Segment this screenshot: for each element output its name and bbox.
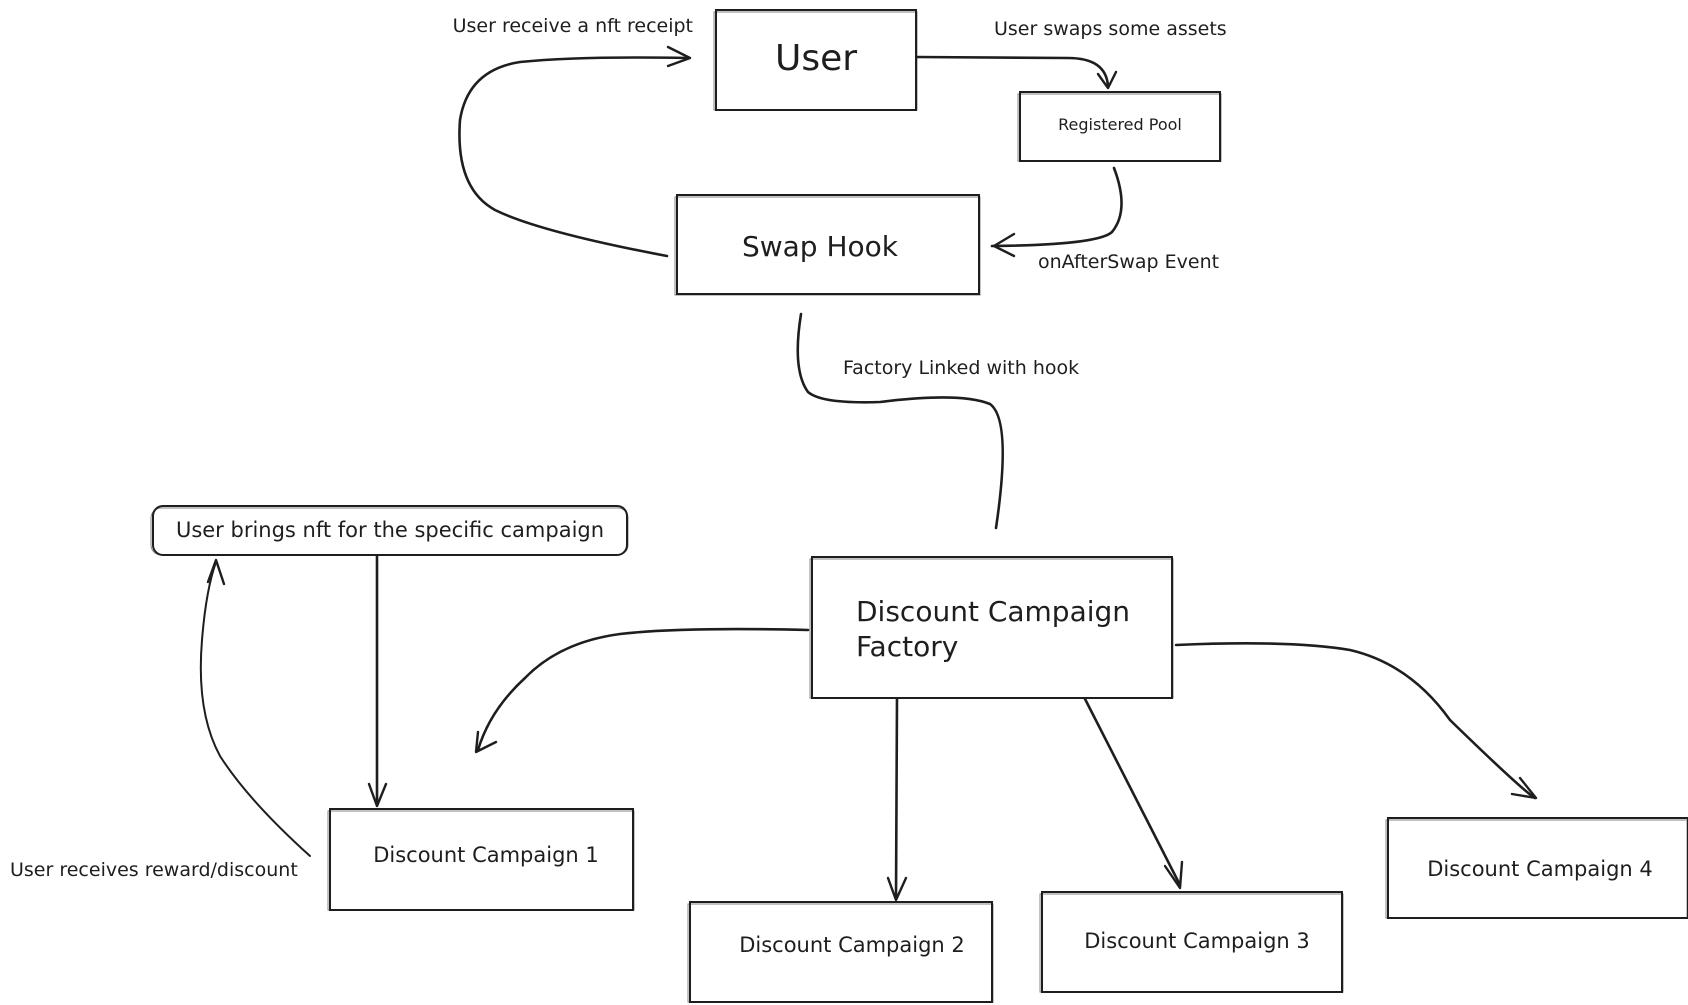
node-nft-campaign-label: User brings nft for the specific campaig…: [176, 518, 604, 542]
edge-label-user-to-pool: User swaps some assets: [994, 18, 1227, 40]
node-discount-campaign-4[interactable]: Discount Campaign 4: [1385, 817, 1688, 919]
edge-user-to-pool: [914, 55, 1118, 90]
node-discount-campaign-2[interactable]: Discount Campaign 2: [687, 901, 994, 1003]
node-swap-hook[interactable]: Swap Hook: [674, 194, 981, 296]
edge-campaign-1-to-nft: [199, 558, 311, 857]
node-user-label: User: [775, 38, 857, 79]
node-discount-campaign-factory[interactable]: Discount Campaign Factory: [809, 556, 1174, 699]
edge-pool-to-hook: [990, 166, 1123, 258]
edge-label-pool-to-hook: onAfterSwap Event: [1038, 251, 1219, 273]
node-discount-campaign-1[interactable]: Discount Campaign 1: [327, 808, 635, 911]
node-swap-hook-label: Swap Hook: [742, 230, 899, 263]
node-discount-campaign-3[interactable]: Discount Campaign 3: [1039, 891, 1344, 993]
edge-label-campaign-1-to-nft: User receives reward/discount: [10, 859, 298, 881]
node-campaign-4-label: Discount Campaign 4: [1427, 857, 1653, 881]
node-factory-label-line1: Discount Campaign: [856, 595, 1130, 628]
node-user[interactable]: User: [713, 9, 918, 111]
edge-hook-to-factory: [796, 312, 1005, 530]
edge-label-hook-to-factory: Factory Linked with hook: [843, 357, 1079, 379]
edge-label-hook-to-user: User receive a nft receipt: [453, 15, 693, 37]
node-registered-pool[interactable]: Registered Pool: [1017, 91, 1222, 162]
edge-factory-to-campaign-1: [474, 627, 810, 754]
node-factory-label-line2: Factory: [856, 630, 958, 663]
edge-factory-to-campaign-3: [1082, 695, 1184, 890]
edge-nft-to-campaign-1: [367, 554, 388, 808]
node-campaign-3-label: Discount Campaign 3: [1084, 929, 1310, 953]
edge-factory-to-campaign-4: [1174, 642, 1538, 800]
node-registered-pool-label: Registered Pool: [1058, 115, 1182, 134]
node-nft-campaign[interactable]: User brings nft for the specific campaig…: [150, 505, 629, 556]
node-campaign-2-label: Discount Campaign 2: [739, 933, 965, 957]
edge-hook-to-user: [458, 45, 692, 258]
edge-factory-to-campaign-2: [886, 696, 908, 902]
node-campaign-1-label: Discount Campaign 1: [373, 843, 599, 867]
